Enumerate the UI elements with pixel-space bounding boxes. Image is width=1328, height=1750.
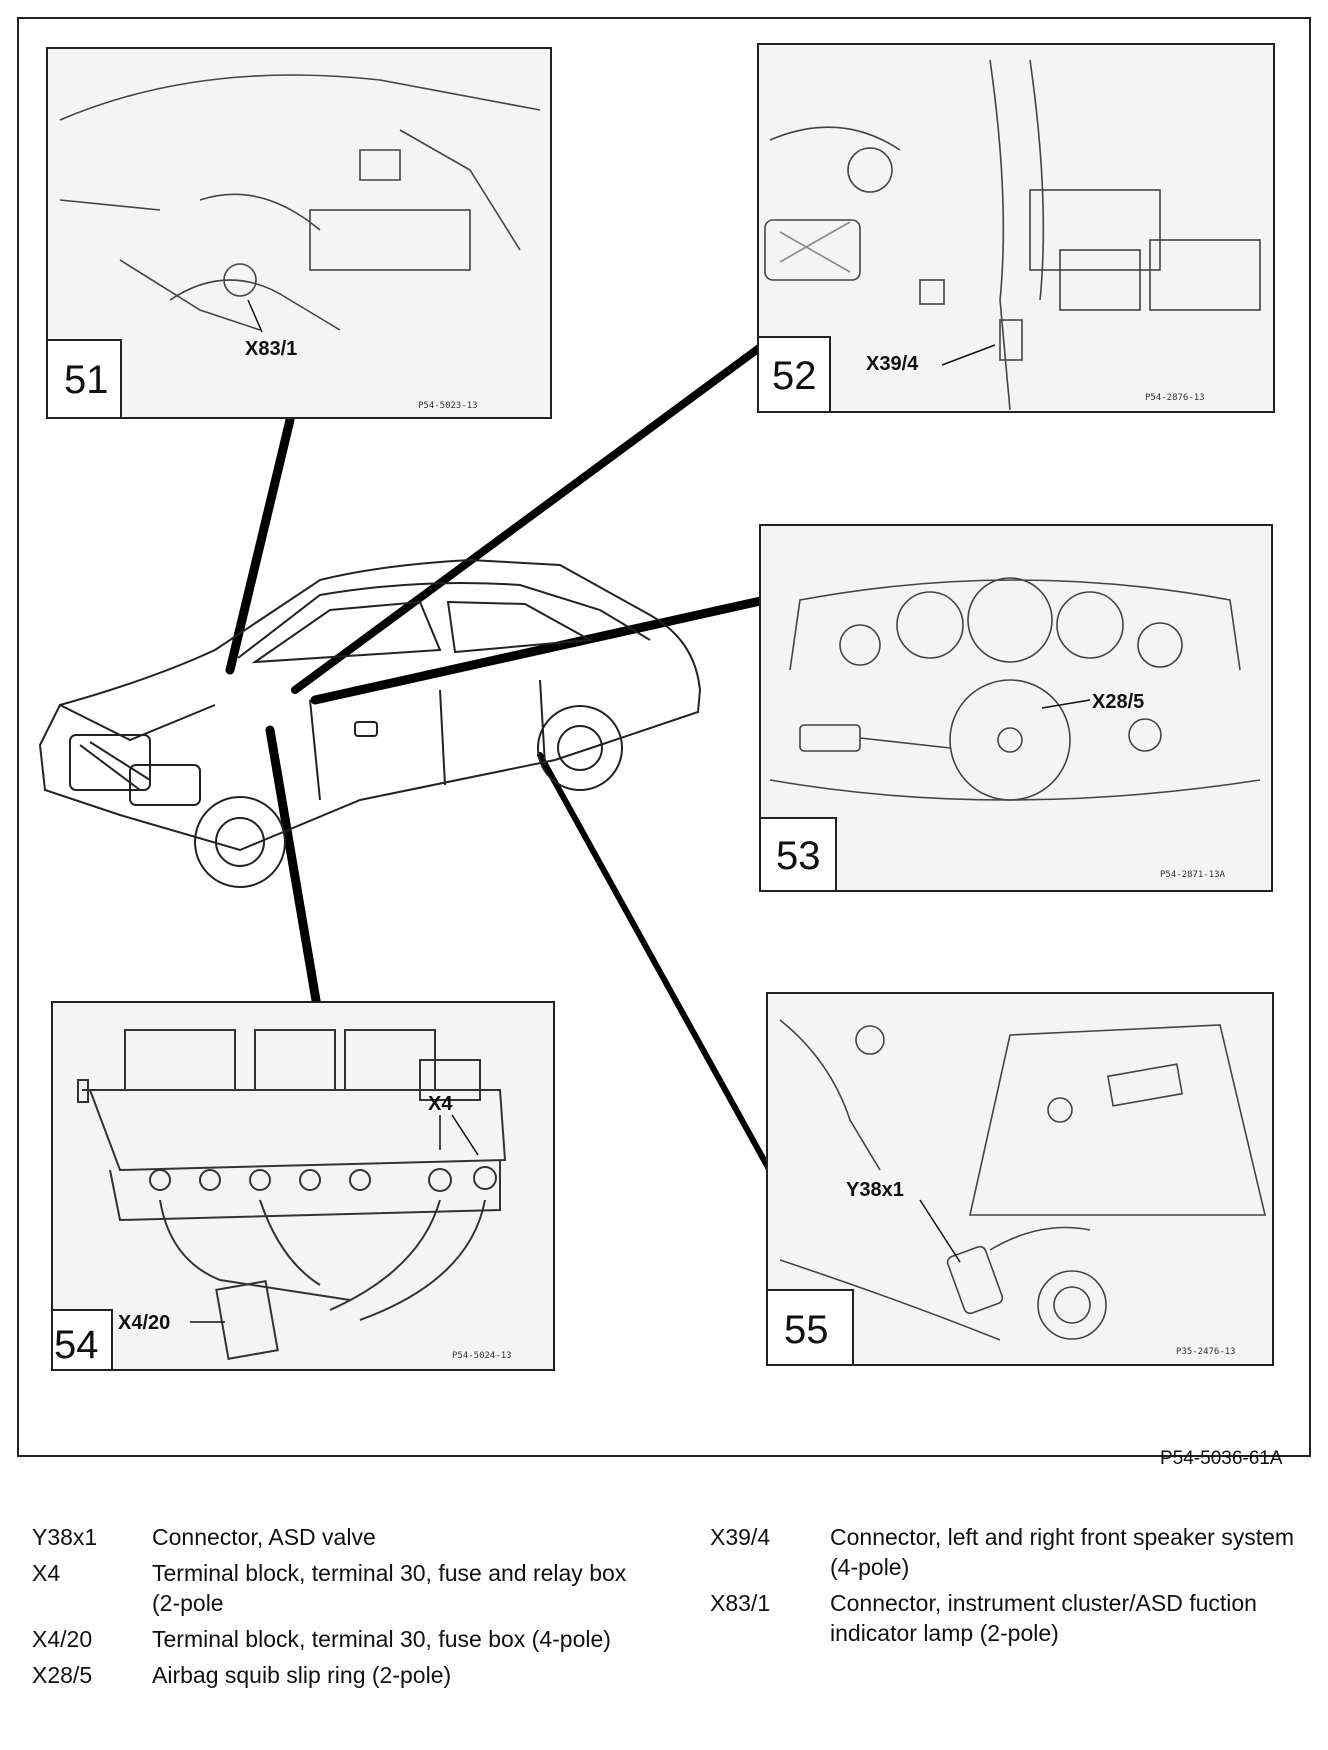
panel-51-number: 51 — [64, 358, 109, 402]
legend-code: X39/4 — [710, 1524, 771, 1550]
panel-51-label: X83/1 — [245, 338, 297, 360]
figure-reference: P54-5036-61A — [1160, 1448, 1283, 1469]
legend-desc: Terminal block, terminal 30, fuse and re… — [152, 1560, 627, 1616]
legend-row: X39/4 Connector, left and right front sp… — [710, 1522, 1300, 1582]
legend-code: X4/20 — [32, 1626, 93, 1652]
legend-desc: Airbag squib slip ring (2-pole) — [152, 1662, 452, 1688]
leader-53 — [310, 595, 770, 705]
figure-frame — [17, 17, 1311, 1457]
panel-53-number: 53 — [776, 834, 821, 878]
panel-52: 52 X39/4 P54-2876-13 — [757, 43, 1275, 413]
panel-53: 53 X28/5 P54-2871-13A — [759, 524, 1273, 892]
panel-53-ref: P54-2871-13A — [1160, 870, 1226, 880]
legend-desc: Connector, left and right front speaker … — [830, 1524, 1295, 1580]
panel-55: 55 Y38x1 P35-2476-13 — [766, 992, 1274, 1366]
leader-55 — [537, 752, 778, 1183]
legend-code: Y38x1 — [32, 1524, 98, 1550]
legend-code: X83/1 — [710, 1590, 771, 1616]
legend-right: X39/4 Connector, left and right front sp… — [710, 1522, 1300, 1654]
panel-54-ref: P54-5024-13 — [452, 1351, 512, 1361]
legend-desc: Connector, ASD valve — [152, 1524, 376, 1550]
legend-code: X4 — [32, 1560, 61, 1586]
legend-row: X4/20 Terminal block, terminal 30, fuse … — [32, 1624, 632, 1654]
legend-left: Y38x1 Connector, ASD valve X4 Terminal b… — [32, 1522, 632, 1696]
legend-row: X28/5 Airbag squib slip ring (2-pole) — [32, 1660, 632, 1690]
panel-54-number: 54 — [54, 1323, 99, 1367]
panel-51-ref: P54-5023-13 — [418, 401, 478, 411]
panel-53-label: X28/5 — [1092, 691, 1144, 713]
leader-52 — [291, 336, 774, 694]
leader-lines — [225, 336, 778, 1183]
panel-55-number: 55 — [784, 1308, 829, 1352]
legend-desc: Connector, instrument cluster/ASD fuctio… — [830, 1590, 1257, 1646]
panel-54: 54 X4 X4/20 P54-5024-13 — [51, 1001, 555, 1371]
legend-row: Y38x1 Connector, ASD valve — [32, 1522, 632, 1552]
legend-desc: Terminal block, terminal 30, fuse box (4… — [152, 1626, 611, 1652]
panel-55-ref: P35-2476-13 — [1176, 1347, 1236, 1357]
leader-51 — [225, 415, 295, 675]
panel-54-label-b: X4/20 — [118, 1312, 170, 1334]
panel-54-label-a: X4 — [428, 1093, 453, 1115]
panel-52-ref: P54-2876-13 — [1145, 393, 1205, 403]
leader-54 — [265, 725, 323, 1017]
panel-51: 51 X83/1 P54-5023-13 — [46, 47, 552, 419]
legend-row: X83/1 Connector, instrument cluster/ASD … — [710, 1588, 1300, 1648]
panel-55-label: Y38x1 — [846, 1179, 904, 1201]
car-illustration — [38, 558, 702, 888]
panel-52-number: 52 — [772, 354, 817, 398]
legend-row: X4 Terminal block, terminal 30, fuse and… — [32, 1558, 632, 1618]
legend-code: X28/5 — [32, 1662, 93, 1688]
panel-52-label: X39/4 — [866, 353, 919, 375]
